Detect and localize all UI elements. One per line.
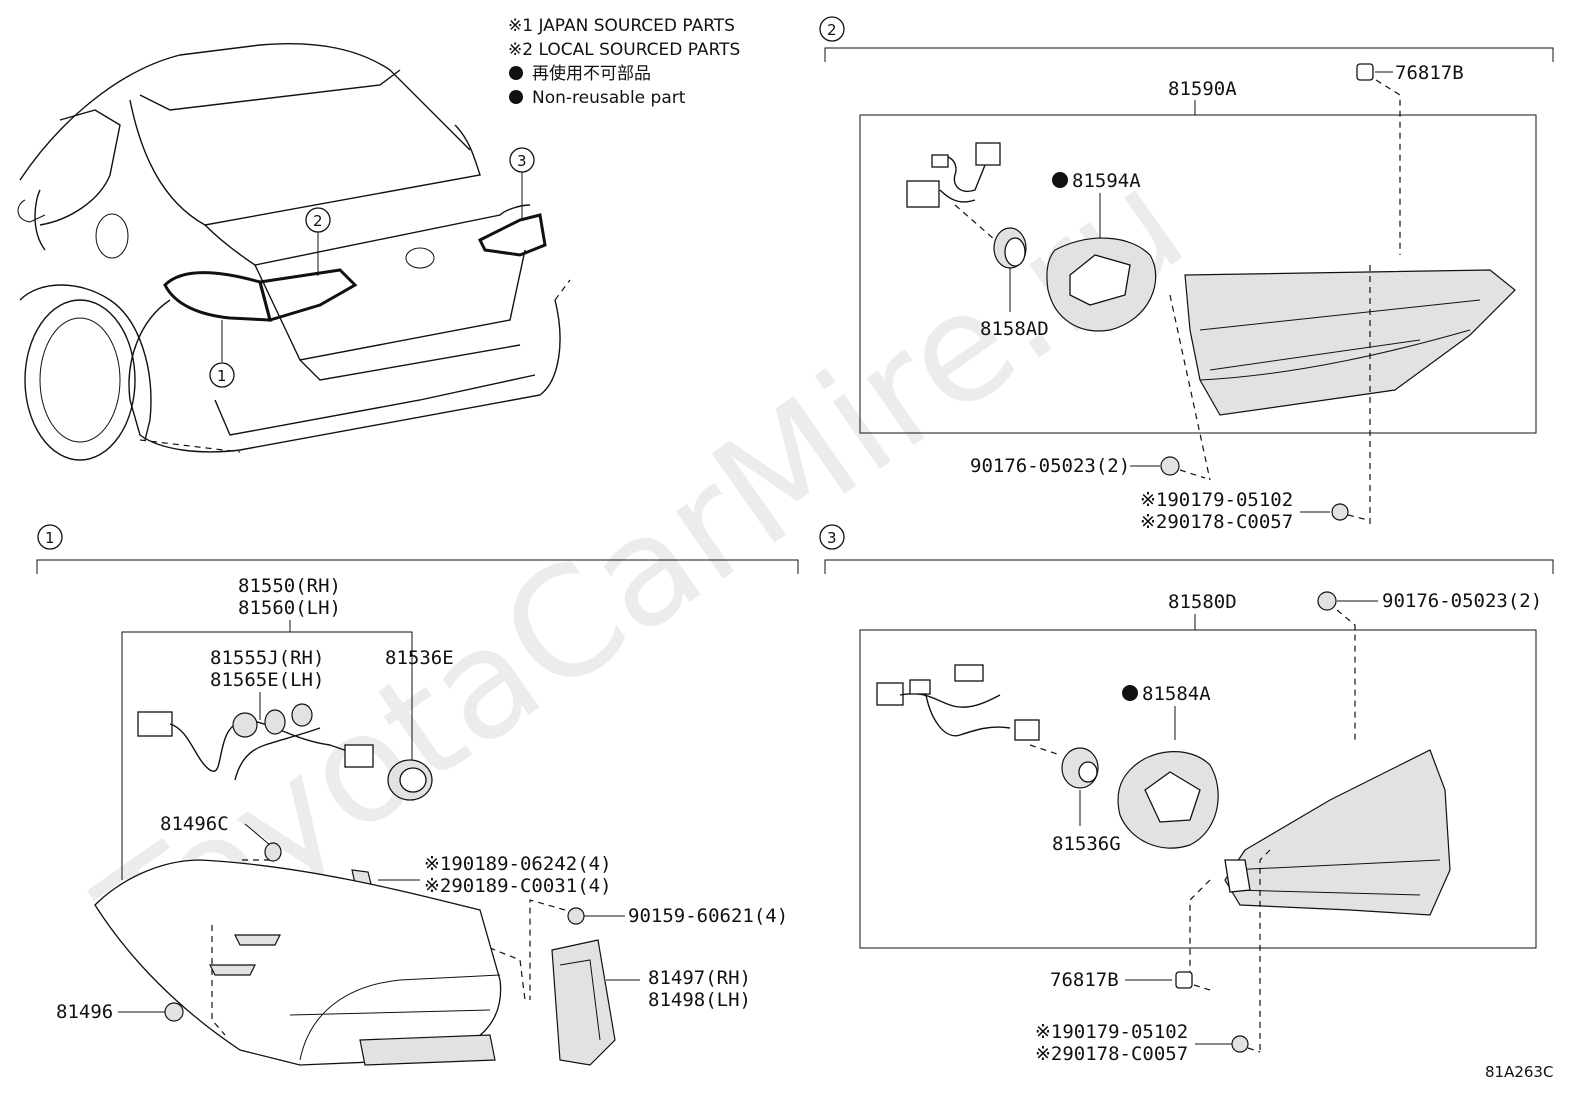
- screw-icon: [1331, 503, 1349, 521]
- label-76817B-top: 76817B: [1395, 62, 1464, 84]
- clip-icon: [1356, 63, 1374, 81]
- callout-2-label: 2: [313, 212, 323, 230]
- lamp-81550: [94, 859, 502, 1066]
- callout-1-label: 1: [217, 367, 227, 385]
- label-90179-05102-sec3: ※190179-05102: [1035, 1021, 1188, 1043]
- non-reusable-dot-icon: [1122, 685, 1138, 701]
- label-81590A: 81590A: [1168, 78, 1237, 100]
- label-90189-06242: ※190189-06242(4): [424, 853, 612, 875]
- diagram-code: 81A263C: [1485, 1063, 1553, 1081]
- section-1-number: 1: [45, 529, 55, 547]
- legend-local-sourced: ※2 LOCAL SOURCED PARTS: [508, 40, 740, 60]
- label-81496: 81496: [56, 1001, 113, 1023]
- socket-81536G: [1061, 747, 1099, 789]
- callout-3-circle: [509, 147, 535, 173]
- label-76817B-bottom: 76817B: [1050, 969, 1119, 991]
- non-reusable-dot-icon: [509, 66, 523, 80]
- label-81594A: 81594A: [1072, 170, 1141, 192]
- gasket-81584A: [1117, 751, 1219, 849]
- label-90176-05023-sec3: 90176-05023(2): [1382, 590, 1542, 612]
- legend-non-reusable-en: Non-reusable part: [532, 88, 686, 108]
- label-8158AD: 8158AD: [980, 318, 1049, 340]
- label-81536E: 81536E: [385, 647, 454, 669]
- label-90178-C0057-sec2: ※290178-C0057: [1140, 511, 1293, 533]
- label-81580D: 81580D: [1168, 591, 1237, 613]
- harness-81580: [876, 664, 1040, 741]
- label-81496C: 81496C: [160, 813, 229, 835]
- label-90178-C0057-sec3: ※290178-C0057: [1035, 1043, 1188, 1065]
- section-2-marker: [819, 16, 845, 42]
- section-3: 3 81580D 90176-05023(2) 81536G 81584A: [819, 524, 1554, 1065]
- bracket-81497: [551, 939, 616, 1066]
- label-90159-60621: 90159-60621(4): [628, 905, 788, 927]
- nut-icon: [1160, 456, 1180, 476]
- section-3-marker: [819, 524, 845, 550]
- label-90189-C0031: ※290189-C0031(4): [424, 875, 612, 897]
- label-81555J-RH: 81555J(RH): [210, 647, 324, 669]
- label-81550-RH: 81550(RH): [238, 575, 341, 597]
- label-81536G: 81536G: [1052, 833, 1121, 855]
- legend-japan-sourced: ※1 JAPAN SOURCED PARTS: [508, 16, 735, 36]
- grommet-icon: [264, 842, 282, 862]
- nut-icon: [1317, 591, 1337, 611]
- label-81560-LH: 81560(LH): [238, 597, 341, 619]
- harness-81590: [906, 142, 1001, 208]
- non-reusable-dot-icon: [509, 90, 523, 104]
- label-81497-RH: 81497(RH): [648, 967, 751, 989]
- socket-81536E: [387, 759, 433, 801]
- non-reusable-dot-icon: [1052, 172, 1068, 188]
- lamp-81590A: [1184, 269, 1516, 416]
- section-3-number: 3: [827, 529, 837, 547]
- section-2-frame: [859, 114, 1537, 434]
- section-2-number: 2: [827, 21, 837, 39]
- section-2: 2 81590A 76817B 8158AD 81594A: [819, 16, 1554, 533]
- clip-icon: [1175, 971, 1193, 989]
- legend-non-reusable-jp: 再使用不可部品: [532, 63, 651, 84]
- label-90176-05023-sec2: 90176-05023(2): [970, 455, 1130, 477]
- label-81565E-LH: 81565E(LH): [210, 669, 324, 691]
- gasket-81594A: [1046, 237, 1157, 332]
- label-90179-05102-sec2: ※190179-05102: [1140, 489, 1293, 511]
- label-81584A: 81584A: [1142, 683, 1211, 705]
- grommet-icon: [164, 1002, 184, 1022]
- harness-81555J: [137, 703, 374, 781]
- section-3-frame: [859, 629, 1537, 949]
- section-1: 1 81550(RH) 81560(LH) 81555J(RH) 81565E(…: [36, 524, 799, 1066]
- car-overview: 1 2 3: [17, 43, 571, 461]
- nut-icon: [567, 907, 585, 925]
- callout-2-circle: [305, 207, 331, 233]
- callout-3-label: 3: [517, 152, 527, 170]
- socket-8158AD: [993, 227, 1027, 269]
- legend: ※1 JAPAN SOURCED PARTS ※2 LOCAL SOURCED …: [508, 16, 740, 108]
- callout-1-circle: [209, 362, 235, 388]
- lamp-81580D: [1224, 749, 1451, 916]
- label-81498-LH: 81498(LH): [648, 989, 751, 1011]
- screw-icon: [1231, 1035, 1249, 1053]
- section-1-marker: [37, 524, 63, 550]
